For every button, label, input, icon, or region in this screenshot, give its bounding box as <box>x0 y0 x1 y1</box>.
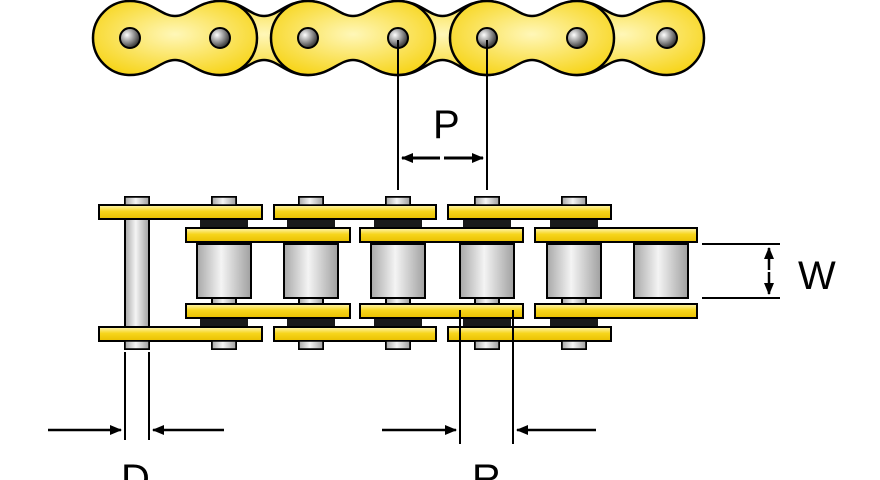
top-roller <box>546 243 602 299</box>
top-bushing <box>463 218 511 228</box>
top-outer-plate <box>98 204 263 220</box>
top-inner-plate <box>359 303 524 319</box>
top-inner-plate <box>534 303 698 319</box>
pin-label: D <box>121 457 150 480</box>
top-roller <box>283 243 339 299</box>
top-bushing <box>550 218 598 228</box>
chain-side-view <box>91 0 706 77</box>
top-pin-cap <box>385 196 411 206</box>
top-bushing <box>374 218 422 228</box>
top-outer-plate <box>447 204 612 220</box>
top-outer-plate <box>273 326 437 342</box>
top-bushing <box>287 317 335 327</box>
top-roller <box>633 243 689 299</box>
top-pin-cap <box>385 340 411 350</box>
top-bushing <box>463 317 511 327</box>
top-pin-cap <box>474 196 500 206</box>
top-inner-plate <box>534 227 698 243</box>
top-pin-cap <box>474 340 500 350</box>
top-bushing <box>550 317 598 327</box>
chain-top-view <box>98 196 698 350</box>
top-outer-plate <box>273 204 437 220</box>
side-outer-link-plate <box>448 0 616 77</box>
side-pin <box>656 27 678 49</box>
top-roller <box>196 243 252 299</box>
top-inner-plate <box>185 227 351 243</box>
top-pin-cap <box>211 196 237 206</box>
side-pin <box>297 27 319 49</box>
side-outer-link-plate <box>91 0 259 77</box>
top-roller <box>459 243 515 299</box>
top-roller <box>370 243 426 299</box>
top-pin-cap <box>298 196 324 206</box>
top-inner-plate <box>359 227 524 243</box>
width-label: W <box>798 254 836 298</box>
side-pin <box>209 27 231 49</box>
top-outer-plate <box>447 326 612 342</box>
pitch-dimension: P <box>397 40 488 190</box>
top-inner-plate <box>185 303 351 319</box>
top-pin-cap <box>561 196 587 206</box>
top-pin-cap <box>298 340 324 350</box>
top-pin-cap <box>124 340 150 350</box>
side-pin <box>566 27 588 49</box>
pitch-label: P <box>433 103 460 147</box>
top-outer-plate <box>98 326 263 342</box>
roller-label: R <box>472 457 501 480</box>
top-pin-cap <box>124 196 150 206</box>
roller-dimension: R <box>382 310 596 480</box>
top-pin-cap <box>211 340 237 350</box>
side-pin <box>119 27 141 49</box>
width-dimension: W <box>702 243 836 299</box>
top-bushing <box>287 218 335 228</box>
pin-dimension: D <box>48 352 224 480</box>
side-outer-link-plate <box>269 0 437 77</box>
top-pin-cap <box>561 340 587 350</box>
top-bushing <box>200 218 248 228</box>
top-bushing <box>374 317 422 327</box>
top-bushing <box>200 317 248 327</box>
